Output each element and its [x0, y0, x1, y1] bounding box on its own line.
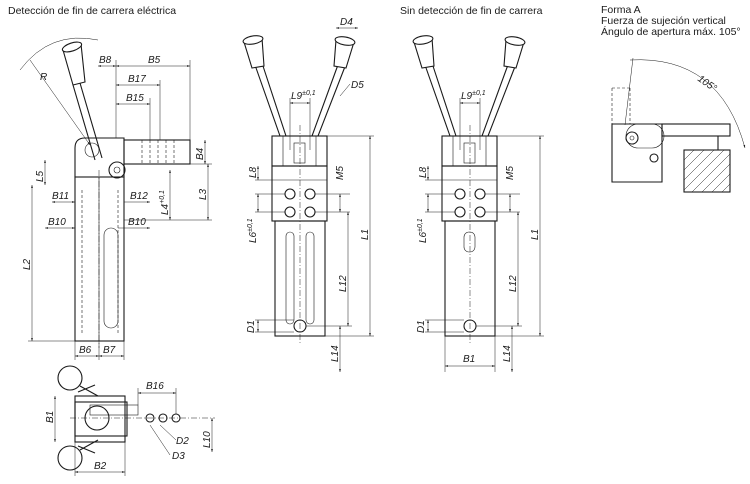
dim-L8-front: L8 [248, 166, 259, 178]
dim-L6-front: L6±0,1 [247, 218, 259, 243]
dim-L12-nodet: L12 [508, 275, 519, 292]
dim-B10-left: B10 [48, 217, 66, 228]
view-front-electric: D4 D5 L9±0,1 L8 M5 L6±0,1 L1 L12 D1 L14 [242, 17, 374, 372]
dim-B12: B12 [130, 191, 148, 202]
dim-L14-front: L14 [330, 345, 341, 362]
view-top: B1 B16 D2 D3 L10 B2 [45, 365, 215, 476]
dim-M5-front: M5 [335, 166, 346, 180]
dim-L6-nodet: L6±0,1 [417, 218, 429, 243]
title-opening-angle: Ángulo de apertura máx. 105° [601, 25, 741, 38]
title-vertical-force: Fuerza de sujeción vertical [601, 15, 726, 27]
dim-B1-top: B1 [45, 411, 56, 423]
dim-L1-front: L1 [360, 229, 371, 240]
dim-L1-nodet: L1 [530, 229, 541, 240]
dim-D4-front: D4 [340, 17, 353, 28]
view-form-a: 105° [611, 57, 746, 193]
dim-D2: D2 [176, 436, 189, 447]
dim-D1-nodet: D1 [416, 320, 427, 333]
dim-B6: B6 [79, 345, 92, 356]
dim-M5-nodet: M5 [505, 166, 516, 180]
dim-L5: L5 [35, 170, 46, 182]
dim-L2: L2 [22, 258, 33, 270]
dim-L9-front: L9±0,1 [291, 90, 316, 102]
dim-B2: B2 [94, 461, 107, 472]
view-front-no-detection: L9±0,1 L8 M5 L6±0,1 L1 L12 D1 B1 L14 [412, 35, 544, 372]
dim-B8: B8 [99, 55, 112, 66]
dim-L4: L4+0,1 [159, 190, 171, 215]
dim-B5: B5 [148, 55, 161, 66]
dim-B4: B4 [195, 147, 206, 160]
dim-L10: L10 [202, 431, 213, 448]
dim-B11: B11 [52, 191, 69, 202]
dim-B10-right: B10 [128, 217, 146, 228]
dim-D3: D3 [172, 451, 185, 462]
dim-B1-nodet: B1 [463, 354, 475, 365]
dim-B15: B15 [126, 93, 144, 104]
dim-angle-105: 105° [695, 73, 718, 94]
dim-L8-nodet: L8 [418, 166, 429, 178]
dim-D1-front: D1 [246, 320, 257, 333]
dim-L12-front: L12 [338, 275, 349, 292]
title-electric-detection: Detección de fin de carrera eléctrica [8, 5, 176, 17]
dim-L9-nodet: L9±0,1 [461, 90, 486, 102]
title-form-a: Forma A [601, 4, 641, 16]
view-electric-side: R B8 B5 B17 B15 B4 L3 L4+0,1 L5 B11 B12 … [19, 37, 212, 360]
dim-L14-nodet: L14 [502, 345, 513, 362]
dim-D5-front: D5 [351, 80, 364, 91]
title-no-detection: Sin detección de fin de carrera [400, 5, 543, 17]
dim-R: R [40, 72, 47, 83]
dim-L3: L3 [198, 188, 209, 200]
dim-B16: B16 [146, 381, 164, 392]
dim-B7: B7 [103, 345, 116, 356]
dim-B17: B17 [128, 74, 146, 85]
